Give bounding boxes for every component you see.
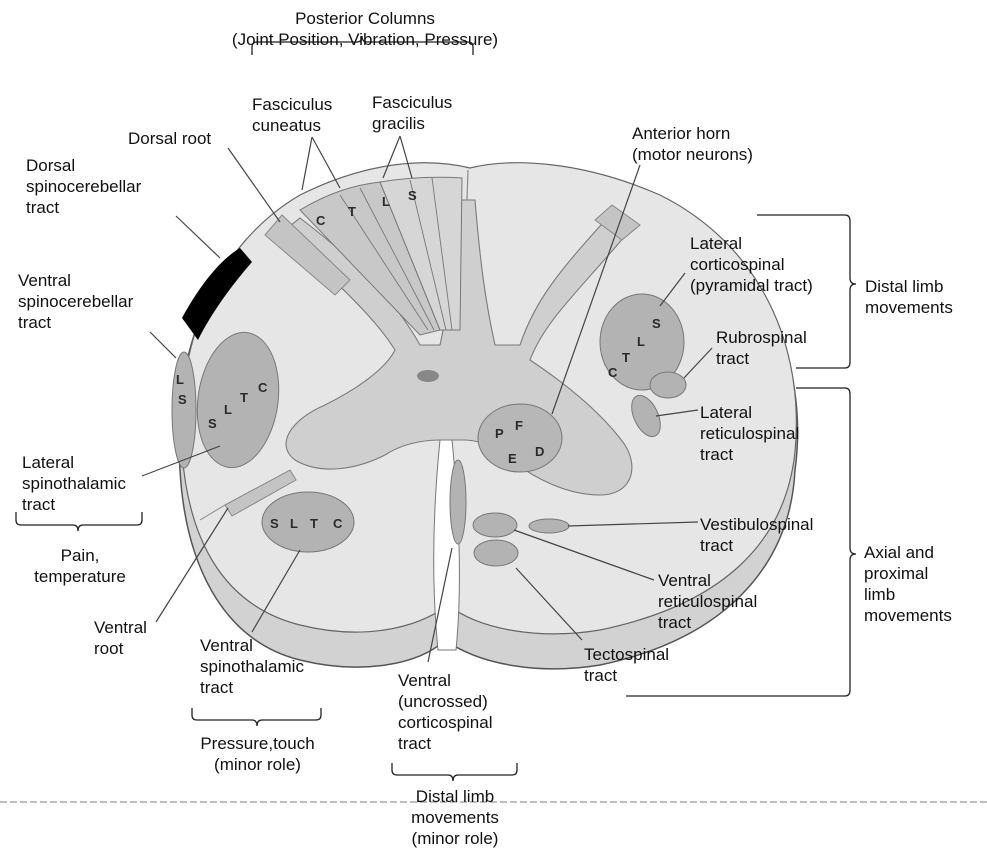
- label-rubrospinal: Rubrospinal tract: [716, 327, 807, 369]
- ventral-spinothalamic-letter-s: S: [270, 516, 279, 531]
- label-fasciculus-gracilis: Fasciculus gracilis: [372, 92, 452, 134]
- label-pain-temperature: Pain, temperature: [20, 545, 140, 587]
- label-vestibulospinal: Vestibulospinal tract: [700, 514, 813, 556]
- label-dorsal-spinocerebellar: Dorsal spinocerebellar tract: [26, 155, 141, 218]
- label-lateral-corticospinal: Lateral corticospinal (pyramidal tract): [690, 233, 813, 296]
- gracilis-letter-s: S: [408, 188, 417, 203]
- brace-pressure-touch: [192, 708, 321, 726]
- leader-dorsal-spinocerebellar: [176, 216, 220, 258]
- leader-cuneatus-2: [312, 137, 340, 188]
- label-lateral-spinothalamic: Lateral spinothalamic tract: [22, 452, 126, 515]
- lateral-spinothalamic-letter-t: T: [240, 390, 248, 405]
- brace-distal-limb-minor: [392, 763, 517, 781]
- lateral-corticospinal-letter-c: C: [608, 365, 618, 380]
- label-lateral-reticulospinal: Lateral reticulospinal tract: [700, 402, 799, 465]
- cuneatus-letter-c: C: [316, 213, 326, 228]
- label-anterior-horn: Anterior horn (motor neurons): [632, 123, 753, 165]
- gracilis-letter-l: L: [382, 194, 390, 209]
- label-ventral-spinothalamic: Ventral spinothalamic tract: [200, 635, 304, 698]
- leader-cuneatus-1: [302, 137, 312, 190]
- label-dorsal-root: Dorsal root: [128, 128, 211, 149]
- ventral-spinothalamic-letter-c: C: [333, 516, 343, 531]
- lateral-spinothalamic-letter-l: L: [224, 402, 232, 417]
- ventral-spinocerebellar-letter-s: S: [178, 392, 187, 407]
- central-canal: [417, 370, 439, 382]
- label-distal-limb-minor: Distal limb movements (minor role): [385, 786, 525, 849]
- anterior-horn-motor-pool: [478, 404, 562, 472]
- leader-ventral-spinocerebellar: [150, 332, 176, 358]
- label-distal-limb-movements: Distal limb movements: [865, 276, 953, 318]
- label-axial-proximal: Axial and proximal limb movements: [864, 542, 952, 626]
- ventral-spinocerebellar-tract: [172, 352, 196, 468]
- lateral-corticospinal-letter-l: L: [637, 334, 645, 349]
- leader-dorsal-root: [228, 148, 280, 222]
- lateral-spinothalamic-letter-c: C: [258, 380, 268, 395]
- label-fasciculus-cuneatus: Fasciculus cuneatus: [252, 94, 332, 136]
- label-ventral-reticulospinal: Ventral reticulospinal tract: [658, 570, 757, 633]
- cuneatus-letter-t: T: [348, 204, 356, 219]
- vestibulospinal-tract: [529, 519, 569, 533]
- label-pressure-touch: Pressure,touch (minor role): [175, 733, 340, 775]
- ventral-reticulospinal-tract: [473, 513, 517, 537]
- ventral-corticospinal-tract: [450, 460, 466, 544]
- ventral-spinothalamic-letter-t: T: [310, 516, 318, 531]
- tectospinal-tract: [474, 540, 518, 566]
- rubrospinal-tract: [650, 372, 686, 398]
- horn-letter-e: E: [508, 451, 517, 466]
- label-ventral-spinocerebellar: Ventral spinocerebellar tract: [18, 270, 133, 333]
- lateral-corticospinal-letter-t: T: [622, 350, 630, 365]
- horn-letter-p: P: [495, 426, 504, 441]
- label-ventral-corticospinal: Ventral (uncrossed) corticospinal tract: [398, 670, 493, 754]
- ventral-spinocerebellar-letter-l: L: [176, 372, 184, 387]
- lateral-spinothalamic-letter-s: S: [208, 416, 217, 431]
- lateral-corticospinal-letter-s: S: [652, 316, 661, 331]
- ventral-spinothalamic-letter-l: L: [290, 516, 298, 531]
- horn-letter-d: D: [535, 444, 544, 459]
- horn-letter-f: F: [515, 418, 523, 433]
- label-tectospinal: Tectospinal tract: [584, 644, 669, 686]
- label-posterior-columns: Posterior Columns (Joint Position, Vibra…: [180, 8, 550, 50]
- label-ventral-root: Ventral root: [94, 617, 147, 659]
